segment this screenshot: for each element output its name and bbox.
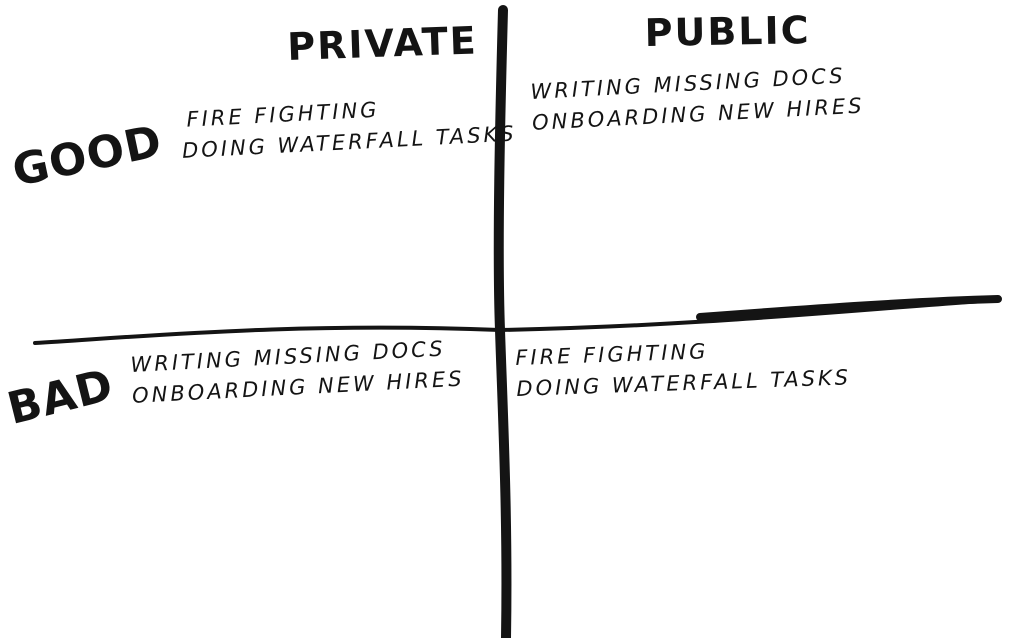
column-header-private: PRIVATE (286, 18, 479, 69)
quadrant-bad-public: FIRE FIGHTING DOING WATERFALL TASKS (515, 336, 851, 401)
horizontal-divider-line (33, 298, 1000, 345)
column-header-public: PUBLIC (644, 8, 811, 55)
horizontal-divider-line-thick-end (696, 295, 1002, 321)
